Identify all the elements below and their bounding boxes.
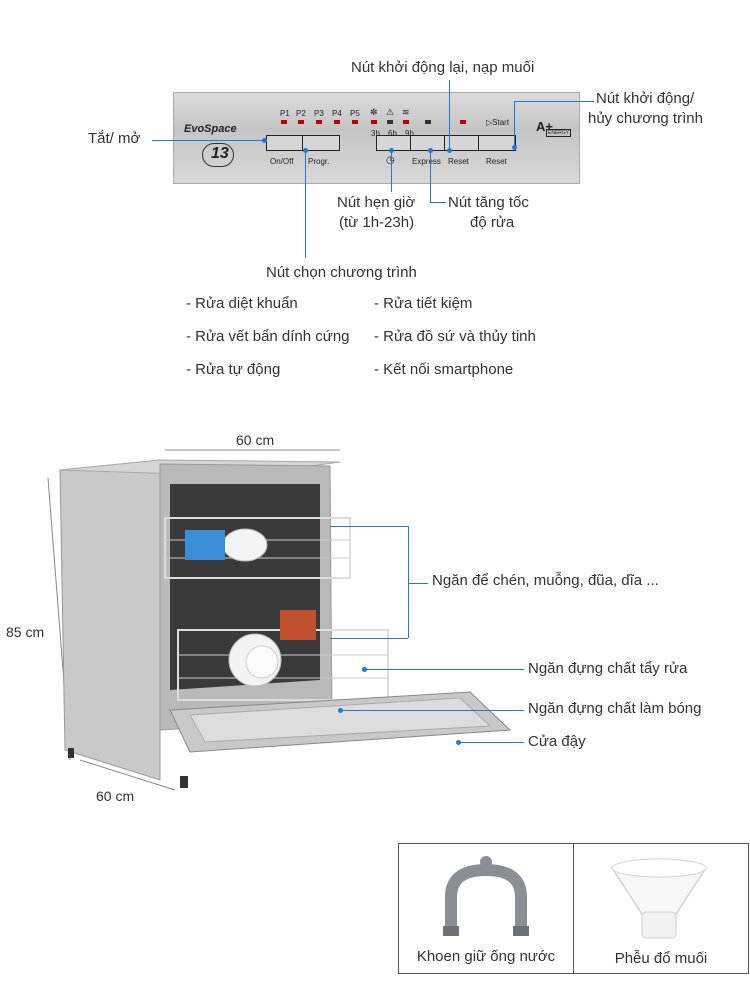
dimension-width-top: 60 cm	[236, 432, 275, 448]
program-label: Progr.	[308, 157, 330, 166]
callout-start-cancel-2: hủy chương trình	[588, 110, 703, 127]
leader-line	[152, 140, 264, 141]
program-list-item: - Rửa tự động	[186, 361, 281, 378]
leader-line	[408, 526, 409, 638]
reset-salt-label: Reset	[448, 157, 469, 166]
part-rinse-aid: Ngăn đựng chất làm bóng	[528, 700, 702, 717]
callout-start-cancel-1: Nút khởi động/	[596, 90, 695, 107]
program-label-p5: P5	[350, 109, 360, 118]
leader-line	[514, 101, 515, 147]
callout-power: Tắt/ mở	[88, 130, 141, 147]
clock-icon: ◷	[386, 155, 395, 166]
program-led	[334, 120, 340, 124]
leader-dot	[428, 148, 433, 153]
leader-dot	[447, 148, 452, 153]
salt-funnel-icon	[610, 858, 708, 939]
status-led	[371, 120, 377, 124]
accessory-cell-hose-holder: Khoen giữ ống nước	[399, 844, 574, 973]
part-detergent: Ngăn đựng chất tẩy rửa	[528, 660, 688, 677]
accessory-cell-salt-funnel: Phễu đổ muối	[574, 844, 748, 973]
leader-dot	[512, 145, 517, 150]
program-list-item: - Kết nối smartphone	[374, 361, 514, 378]
timer-label-9h: 9h	[405, 129, 414, 138]
accessories-table: Khoen giữ ống nước Phễu đổ muối	[398, 843, 749, 974]
program-label-p1: P1	[280, 109, 290, 118]
on-off-label: On/Off	[270, 157, 294, 166]
rinse-icon: ≋	[402, 107, 410, 117]
program-list-item: - Rửa đồ sứ và thủy tinh	[374, 328, 536, 345]
callout-restart-salt: Nút khởi động lại, nạp muối	[351, 59, 535, 76]
callout-speed-1: Nút tăng tốc	[448, 194, 529, 211]
leader-line	[458, 742, 524, 743]
reset-label: Reset	[486, 157, 507, 166]
program-label-p4: P4	[332, 109, 342, 118]
dimension-depth: 60 cm	[96, 788, 135, 804]
leader-line	[340, 710, 524, 711]
leader-dot	[456, 740, 461, 745]
program-list-item: - Rửa tiết kiệm	[374, 295, 473, 312]
leader-dot	[338, 708, 343, 713]
program-label-p2: P2	[296, 109, 306, 118]
energy-label: A+	[536, 119, 553, 134]
status-led	[387, 120, 393, 124]
part-racks: Ngăn để chén, muỗng, đũa, dĩa ...	[432, 572, 659, 589]
warning-icon: ⚠	[386, 107, 395, 117]
energy-sublabel: ENERGY	[546, 129, 572, 137]
leader-dot	[389, 148, 394, 153]
callout-speed-2: độ rửa	[470, 214, 515, 231]
leader-line	[305, 150, 306, 258]
callout-timer-1: Nút hẹn giờ	[337, 194, 416, 211]
brand-logo: EvoSpace	[184, 123, 237, 135]
start-label: ▷Start	[486, 118, 510, 127]
start-reset-button[interactable]	[478, 135, 516, 151]
part-door: Cửa đậy	[528, 733, 586, 750]
leader-line	[430, 150, 431, 202]
hose-holder-label: Khoen giữ ống nước	[416, 948, 556, 965]
leader-line	[391, 150, 392, 192]
program-button[interactable]	[302, 135, 340, 151]
leader-dot	[262, 138, 267, 143]
program-list-item: - Rửa vết bẩn dính cứng	[186, 328, 350, 345]
program-label-p3: P3	[314, 109, 324, 118]
leader-line	[449, 80, 450, 150]
salt-icon: ✼	[370, 107, 378, 117]
status-led	[403, 120, 409, 124]
program-led	[298, 120, 304, 124]
dimension-height: 85 cm	[6, 624, 45, 640]
program-led	[281, 120, 287, 124]
on-off-button[interactable]	[266, 135, 304, 151]
program-led	[316, 120, 322, 124]
timer-label-3h: 3h	[371, 129, 380, 138]
dishwasher-illustration	[47, 449, 512, 791]
callout-timer-2: (từ 1h-23h)	[339, 214, 415, 231]
leader-dot	[303, 148, 308, 153]
status-led	[460, 120, 466, 124]
callout-program-select: Nút chọn chương trình	[266, 264, 417, 281]
leader-dot	[362, 667, 367, 672]
leader-line	[364, 669, 524, 670]
place-settings-value: 13	[211, 145, 229, 162]
program-list-item: - Rửa diệt khuẩn	[186, 295, 298, 312]
leader-line	[514, 101, 594, 102]
leader-line	[330, 526, 408, 527]
program-led	[352, 120, 358, 124]
hose-holder-icon	[443, 856, 529, 936]
status-led	[425, 120, 431, 124]
control-panel: EvoSpace 13 P1 P2 P3 P4 P5 ✼ ⚠ ≋ ▷Start …	[173, 92, 580, 184]
salt-funnel-label: Phễu đổ muối	[614, 950, 708, 967]
leader-line	[330, 638, 408, 639]
leader-line	[408, 583, 428, 584]
express-label: Express	[412, 157, 441, 166]
timer-button[interactable]	[376, 135, 412, 151]
timer-label-6h: 6h	[388, 129, 397, 138]
leader-line	[430, 202, 446, 203]
place-settings-icon	[202, 143, 234, 167]
